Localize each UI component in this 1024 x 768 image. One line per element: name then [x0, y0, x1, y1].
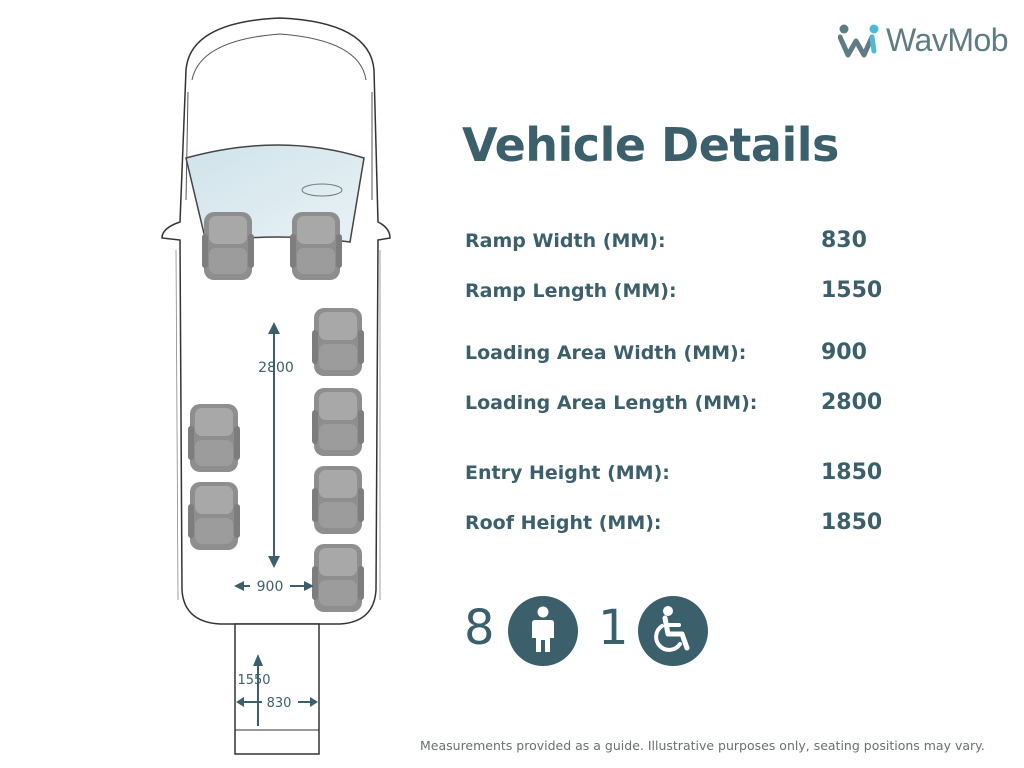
spec-value: 1850 [821, 460, 883, 485]
seat [290, 212, 342, 280]
loading-width-label: 900 [257, 579, 284, 595]
spec-value: 900 [821, 340, 867, 365]
page-title: Vehicle Details [462, 118, 839, 172]
seat [202, 212, 254, 280]
spec-label: Ramp Width (MM): [465, 230, 666, 252]
seat [312, 466, 364, 534]
seat [188, 482, 240, 550]
seat [188, 404, 240, 472]
person-icon [508, 596, 578, 666]
seat [312, 544, 364, 612]
ramp-width-label: 830 [267, 696, 292, 711]
ramp-length-label: 1550 [237, 673, 270, 688]
spec-value: 1850 [821, 510, 883, 535]
wavmob-logo-icon [838, 24, 879, 57]
spec-label: Loading Area Width (MM): [465, 342, 747, 364]
spec-value: 2800 [821, 390, 883, 415]
loading-length-arrow [268, 322, 280, 568]
disclaimer-footnote: Measurements provided as a guide. Illust… [420, 738, 985, 753]
loading-length-label: 2800 [258, 360, 294, 376]
wavmob-logo: WavMob [838, 22, 1009, 59]
spec-label: Roof Height (MM): [465, 512, 662, 534]
spec-label: Ramp Length (MM): [465, 280, 677, 302]
seated-count: 8 [464, 600, 495, 656]
spec-value: 830 [821, 228, 867, 253]
seat [312, 308, 364, 376]
seat [312, 388, 364, 456]
wheelchair-count: 1 [598, 600, 629, 656]
wheelchair-icon [638, 596, 708, 666]
logo-text: WavMob [886, 22, 1009, 58]
ramp-outline [234, 623, 320, 755]
spec-label: Loading Area Length (MM): [465, 392, 758, 414]
spec-label: Entry Height (MM): [465, 462, 670, 484]
vehicle-floorplan: 2800 900 1550 830 [161, 17, 391, 755]
spec-value: 1550 [821, 278, 883, 303]
ramp-length-arrow [253, 654, 263, 726]
